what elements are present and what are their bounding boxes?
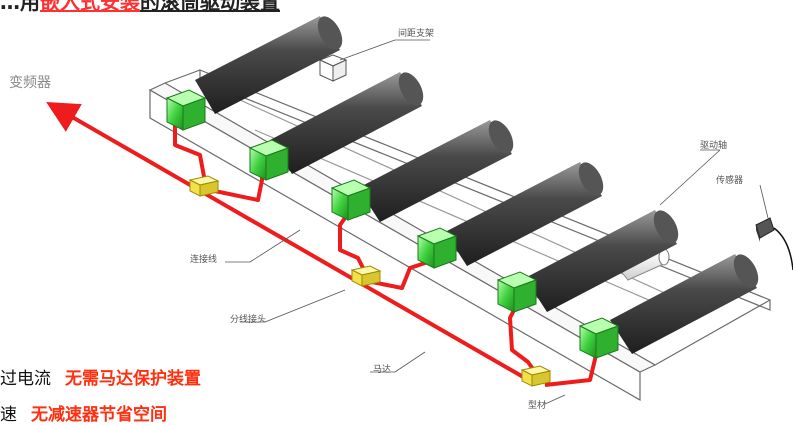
motor-cube (578, 317, 620, 359)
connector-block (188, 175, 220, 197)
light-roller (619, 248, 670, 281)
leader-lines (225, 39, 769, 405)
feature-line: 速无减速器节省空间 (0, 400, 167, 425)
connector-block (520, 365, 552, 387)
motor-cube (165, 89, 207, 131)
sensor-icon (755, 217, 793, 271)
title-tail: 的滚筒驱动装置 (140, 0, 280, 14)
rollers (195, 16, 759, 354)
roller (358, 120, 514, 222)
feature-text: 无减速器节省空间 (31, 405, 167, 425)
feature-text: 无需马达保护装置 (65, 369, 201, 389)
connector-block (350, 265, 382, 287)
roller (445, 162, 604, 266)
spacing-bracket-label: 间距支架 (398, 29, 435, 39)
motors (165, 89, 620, 359)
roller (610, 254, 759, 354)
spacing-bracket-icon (318, 54, 348, 82)
title-highlight: 嵌入式安装 (40, 0, 140, 14)
feature-prefix: 过电流 (0, 369, 51, 389)
motor-cube (416, 227, 458, 269)
roller (270, 72, 424, 174)
motor-cube (330, 179, 372, 221)
motor-cube (248, 139, 290, 181)
motor-cube (496, 271, 538, 313)
title-prefix: …用 (0, 0, 40, 14)
feature-prefix: 速 (0, 405, 17, 425)
connecting-wire-label: 连接线 (190, 255, 218, 265)
drive-shaft-label: 驱动轴 (700, 141, 728, 151)
splitter-connector-label: 分线接头 (230, 315, 267, 325)
profile-label: 型材 (528, 401, 547, 411)
page-title: …用嵌入式安装的滚筒驱动装置 (0, 0, 280, 14)
inverter-label: 变频器 (9, 75, 51, 91)
feature-line: 过电流无需马达保护装置 (0, 364, 201, 389)
motor-label: 马达 (373, 365, 392, 375)
sensor-label: 传感器 (716, 176, 744, 186)
roller (525, 210, 679, 312)
splitter-connectors (188, 175, 552, 387)
roller (195, 16, 343, 114)
